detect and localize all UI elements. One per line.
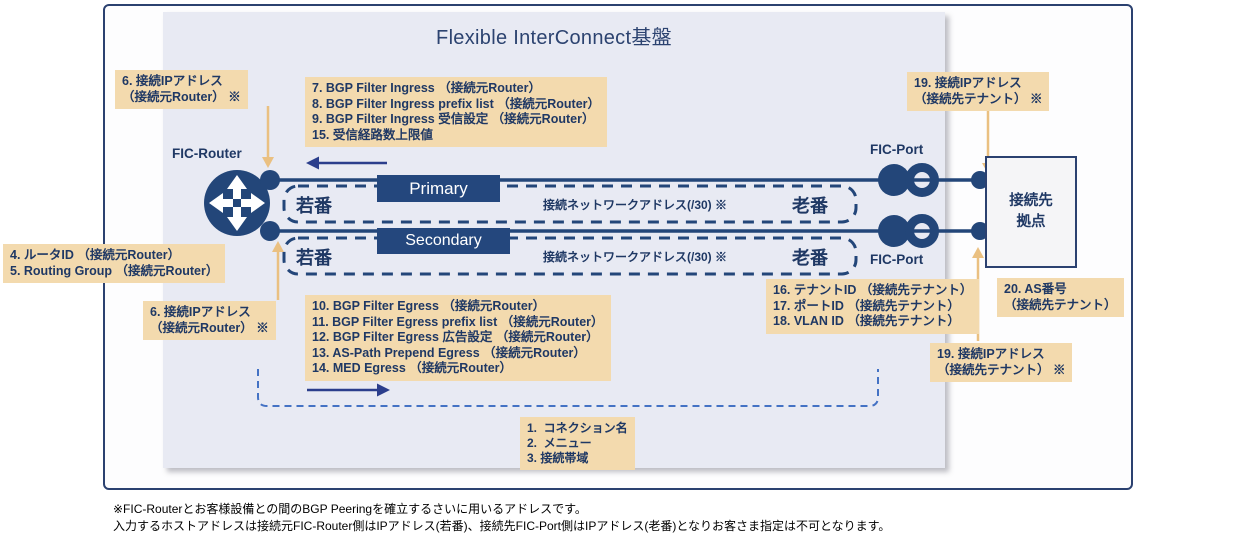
old-number-primary-label: 老番 (792, 196, 828, 216)
fic-port-top-label: FIC-Port (870, 142, 924, 157)
annotation-dst-ip-bottom: 19. 接続IPアドレス （接続先テナント） ※ (930, 343, 1073, 382)
young-number-primary-label: 若番 (296, 196, 332, 216)
footnote-2: 入力するホストアドレスは接続元FIC-Router側はIPアドレス(若番)、接続… (113, 519, 891, 533)
footnote-1: ※FIC-Routerとお客様設備との間のBGP Peeringを確立するさいに… (113, 502, 587, 516)
annotation-src-ip-bottom: 6. 接続IPアドレス （接続元Router） ※ (143, 301, 276, 340)
annotation-tenant-ids: 16. テナントID （接続先テナント） 17. ポートID （接続先テナント）… (766, 279, 980, 334)
diagram-title: Flexible InterConnect基盤 (436, 27, 672, 49)
destination-site-line2: 拠点 (1016, 214, 1046, 230)
annotation-dst-ip-top: 19. 接続IPアドレス （接続先テナント） ※ (907, 72, 1050, 111)
fic-port-bottom-label: FIC-Port (870, 252, 924, 267)
network-address-secondary-label: 接続ネットワークアドレス(/30) ※ (542, 250, 727, 264)
annotation-bgp-egress: 10. BGP Filter Egress （接続元Router） 11. BG… (305, 295, 611, 381)
destination-site-line1: 接続先 (1009, 193, 1053, 209)
network-address-primary-label: 接続ネットワークアドレス(/30) ※ (542, 198, 727, 212)
young-number-secondary-label: 若番 (296, 248, 332, 268)
destination-site-box: 接続先 拠点 (985, 156, 1077, 268)
fic-router-label: FIC-Router (172, 146, 242, 161)
secondary-badge: Secondary (377, 228, 510, 254)
annotation-router-id: 4. ルータID （接続元Router） 5. Routing Group （接… (3, 244, 226, 283)
annotation-as-number: 20. AS番号 （接続先テナント） (997, 278, 1124, 317)
annotation-connection: 1. コネクション名 2. メニュー 3. 接続帯域 (520, 417, 635, 470)
annotation-bgp-ingress: 7. BGP Filter Ingress （接続元Router） 8. BGP… (305, 77, 608, 147)
old-number-secondary-label: 老番 (792, 248, 828, 268)
primary-badge: Primary (377, 175, 500, 202)
annotation-src-ip-top: 6. 接続IPアドレス （接続元Router） ※ (115, 70, 248, 109)
